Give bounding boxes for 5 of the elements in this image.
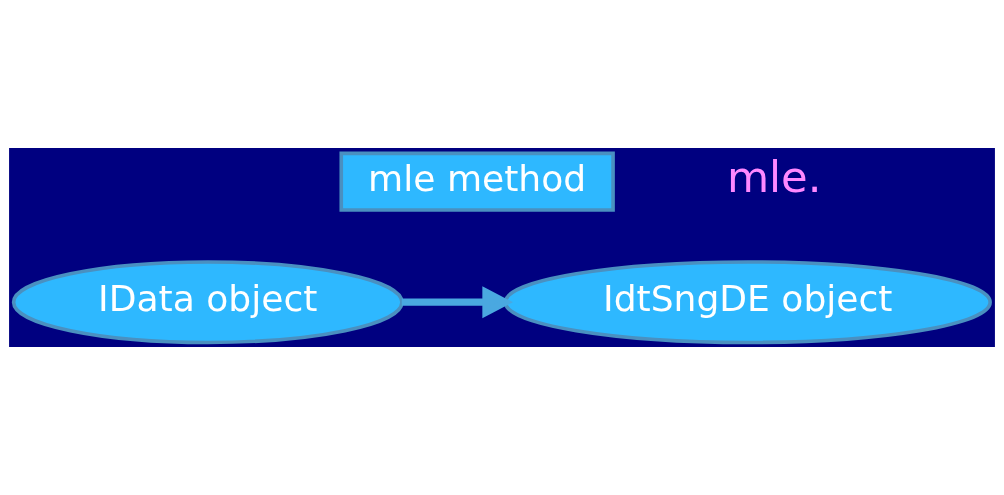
node-box: mle method: [339, 151, 615, 212]
node-ellipse: IData object: [11, 260, 404, 345]
label: mle.: [726, 152, 822, 203]
node-ellipse: IdtSngDE object: [503, 260, 992, 345]
arrow: [401, 286, 513, 319]
